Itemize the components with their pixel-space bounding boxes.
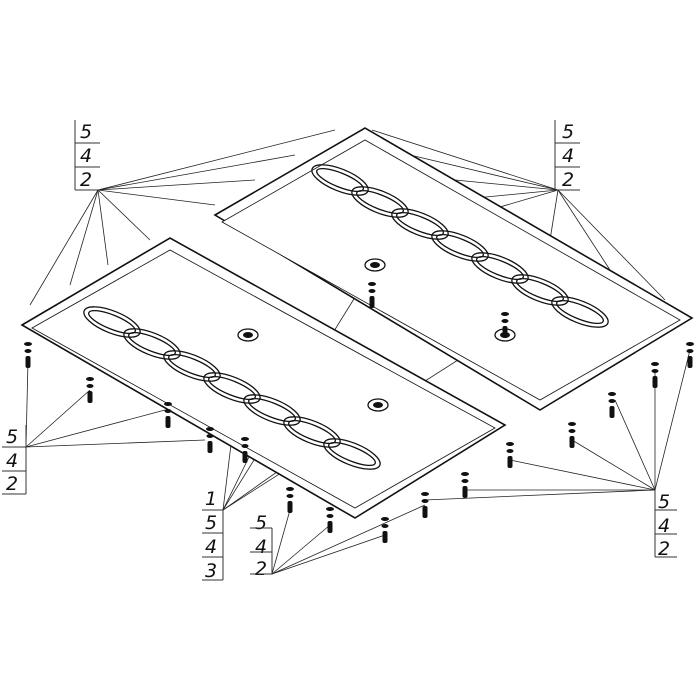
stiffener-slot-inner	[436, 233, 484, 259]
stiffener-slot-inner	[476, 255, 524, 281]
stiffener-slot-inner	[516, 277, 564, 303]
stiffener-slot-inner	[248, 397, 296, 423]
callout-label: 2	[658, 538, 670, 560]
leader-line	[557, 189, 666, 301]
bolt-stack	[461, 472, 469, 498]
stiffener-slot-inner	[556, 299, 604, 325]
leader-line	[557, 189, 611, 271]
callout-bottom-right: 5 4 2	[654, 490, 677, 560]
callout-label: 5	[562, 121, 574, 143]
leader-line	[97, 154, 296, 191]
leader-line	[271, 509, 291, 575]
callout-label: 5	[658, 491, 670, 513]
bolt-stack	[368, 282, 376, 308]
callout-top-right: 5 4 2	[554, 120, 580, 191]
bolt-stack	[421, 492, 429, 518]
mounting-nut	[494, 328, 516, 342]
callout-label: 4	[562, 145, 574, 167]
stiffener-slot-inner	[168, 353, 216, 379]
leader-line	[571, 439, 656, 491]
leader-line	[409, 154, 559, 191]
leader-line	[25, 439, 206, 448]
stiffener-slot-inner	[396, 211, 444, 237]
leader-line	[454, 179, 559, 191]
callout-label: 4	[205, 536, 217, 558]
stiffener-slot-inner	[208, 375, 256, 401]
bolt-stack	[381, 517, 389, 543]
callout-label: 5	[255, 512, 267, 534]
bolt-stack	[326, 507, 334, 533]
leader-line	[654, 349, 691, 491]
leader-line	[25, 389, 91, 448]
right-skid-plate	[213, 127, 694, 411]
bolt-stack	[241, 437, 249, 463]
callout-label: 2	[255, 558, 267, 580]
leader-line	[424, 489, 656, 501]
callout-label: 3	[205, 560, 217, 582]
leader-line	[549, 189, 559, 241]
bolt-stack	[286, 487, 294, 513]
leader-line	[69, 189, 99, 286]
callout-label: 2	[80, 169, 92, 191]
stiffener-slot-inner	[128, 331, 176, 357]
fasteners	[24, 258, 694, 543]
callout-label: 5	[6, 426, 18, 448]
callout-label: 5	[80, 121, 92, 143]
callout-bottom: 5 4 2	[250, 512, 273, 580]
mounting-nut	[364, 258, 386, 272]
leader-line	[614, 399, 656, 491]
leader-line	[271, 504, 426, 575]
leader-line	[509, 459, 656, 491]
callout-top-left: 5 4 2	[74, 120, 100, 191]
mounting-nut	[237, 328, 259, 342]
callout-label: 4	[658, 515, 670, 537]
callout-label: 4	[6, 450, 18, 472]
leader-line	[97, 189, 216, 206]
callout-label: 1	[205, 488, 217, 510]
bolt-stack	[506, 442, 514, 468]
leader-line	[271, 534, 386, 575]
leader-line	[97, 129, 336, 191]
callout-bottom-center: 1 5 4 3	[202, 488, 224, 582]
stiffener-slot-inner	[288, 419, 336, 445]
callout-label: 2	[6, 473, 18, 495]
bolt-stack	[568, 422, 576, 448]
bolt-stack	[164, 402, 172, 428]
bolt-stack	[651, 362, 659, 388]
bolt-stack	[86, 377, 94, 403]
callout-label: 2	[562, 169, 574, 191]
leader-line	[222, 454, 251, 511]
bolt-stack	[608, 392, 616, 418]
leader-line	[371, 129, 559, 191]
stiffener-slot-inner	[328, 441, 376, 467]
stiffener-slot-inner	[88, 309, 136, 335]
callout-label: 4	[80, 145, 92, 167]
bolt-stack	[686, 342, 694, 368]
leader-line	[29, 189, 99, 306]
leader-line	[97, 189, 151, 241]
mounting-nut	[367, 398, 389, 412]
leader-line	[25, 409, 166, 448]
leader-line	[97, 179, 256, 191]
callout-label: 4	[255, 536, 267, 558]
stiffener-slot	[551, 296, 609, 328]
leader-line	[271, 524, 331, 575]
stiffener-slot-inner	[316, 167, 364, 193]
stiffener-slot-inner	[356, 189, 404, 215]
callout-left: 5 4 2	[2, 425, 27, 495]
stiffener-slot	[323, 438, 381, 470]
bolt-stack	[206, 427, 214, 453]
bolt-stack	[24, 342, 32, 368]
leader-line	[97, 189, 109, 266]
callout-label: 5	[205, 512, 217, 534]
